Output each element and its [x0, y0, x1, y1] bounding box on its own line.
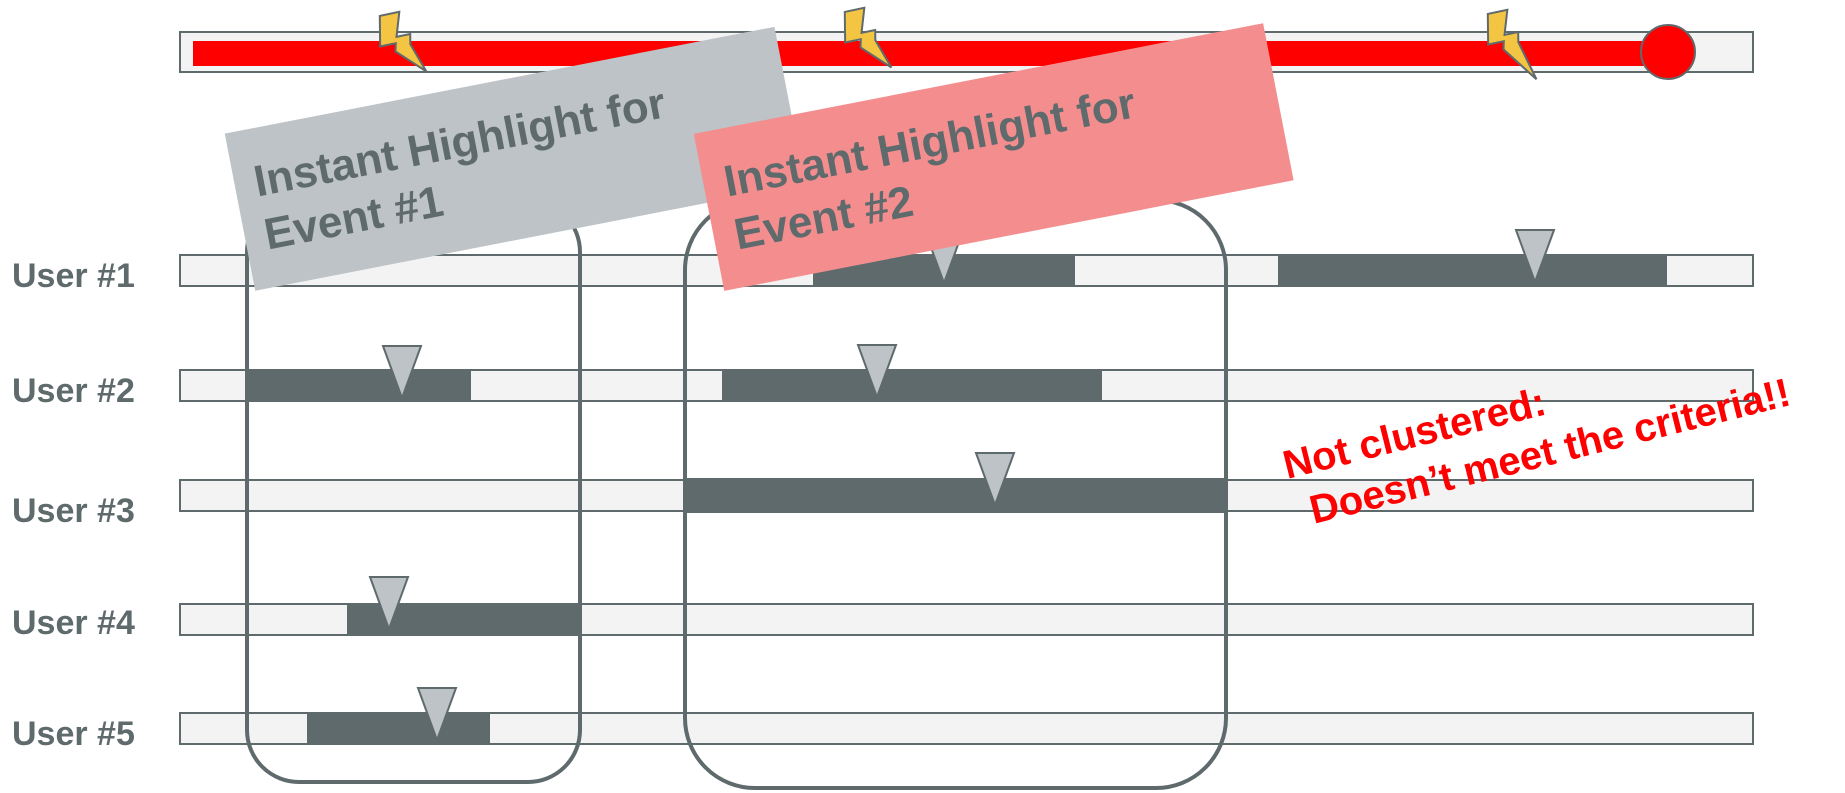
- user-label: User #3: [12, 492, 135, 530]
- user-label: User #2: [12, 372, 135, 410]
- marker-triangle-icon: [856, 344, 898, 400]
- marker-triangle-icon: [974, 452, 1016, 508]
- timeline-progress-bar: [193, 41, 1668, 66]
- user-label: User #4: [12, 604, 135, 642]
- user-label: User #5: [12, 715, 135, 753]
- watch-segment: [246, 370, 471, 401]
- highlight-banner-bg: [224, 26, 805, 291]
- highlight-banner-bg: [693, 23, 1294, 291]
- playhead-dot-icon[interactable]: [1640, 24, 1696, 80]
- user-tracks: [179, 254, 1754, 745]
- marker-triangle-icon: [1514, 229, 1556, 285]
- marker-triangle-icon: [381, 345, 423, 401]
- watch-segment: [1278, 255, 1667, 286]
- watch-segment: [722, 370, 1102, 401]
- lightning-icon: [843, 6, 893, 69]
- marker-triangle-icon: [368, 576, 410, 632]
- watch-segment: [307, 712, 490, 745]
- marker-triangle-icon: [416, 687, 458, 743]
- user-label: User #1: [12, 257, 135, 295]
- lightning-icon: [378, 10, 428, 73]
- lightning-icon: [1486, 8, 1538, 80]
- watch-segment: [684, 478, 1227, 513]
